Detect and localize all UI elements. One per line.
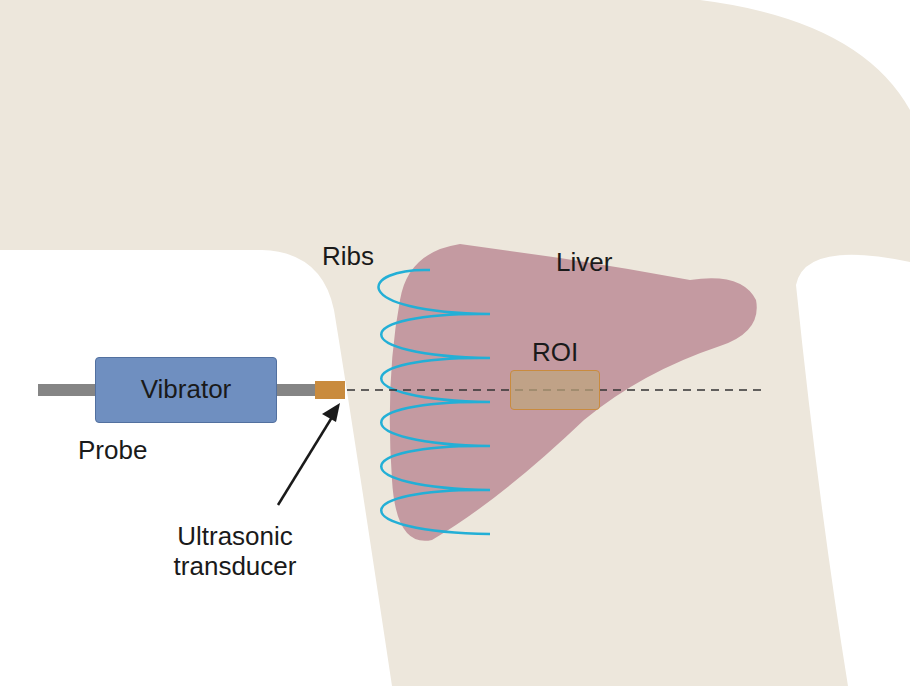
box-label: Vibrator — [141, 375, 232, 405]
roi-box — [510, 370, 600, 410]
part-label: Liver — [556, 248, 612, 278]
leader-arrow — [278, 414, 334, 505]
vibrator-box: Vibrator — [95, 357, 277, 423]
region-label: ROI — [505, 338, 605, 368]
part-label: Ribs — [322, 242, 374, 272]
roi-region: ROI — [505, 336, 605, 412]
ribs-coil — [378, 270, 490, 534]
part-label: Ultrasonic transducer — [150, 522, 320, 582]
arrow-head — [322, 403, 340, 422]
part-label: Probe — [78, 436, 147, 466]
liver — [390, 244, 757, 541]
ultrasonic-transducer — [315, 381, 345, 399]
